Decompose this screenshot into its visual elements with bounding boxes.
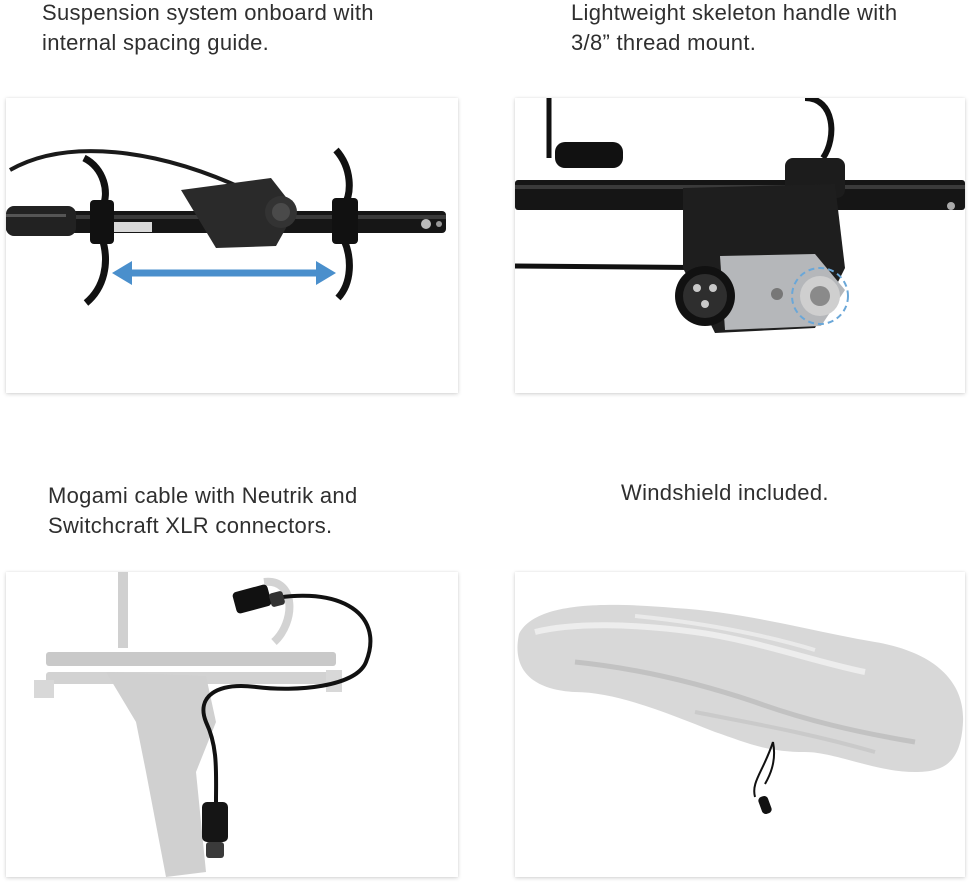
caption-cable: Mogami cable with Neutrik and Switchcraf… bbox=[48, 481, 358, 541]
caption-line: Mogami cable with Neutrik and bbox=[48, 483, 358, 508]
caption-line: Suspension system onboard with bbox=[42, 0, 374, 25]
caption-line: Windshield included. bbox=[621, 480, 829, 505]
cable-illustration bbox=[34, 572, 373, 877]
caption-suspension: Suspension system onboard with internal … bbox=[42, 0, 374, 58]
caption-handle: Lightweight skeleton handle with 3/8” th… bbox=[571, 0, 897, 58]
caption-line: Lightweight skeleton handle with bbox=[571, 0, 898, 25]
caption-line: 3/8” thread mount. bbox=[571, 30, 757, 55]
caption-line: Switchcraft XLR connectors. bbox=[48, 513, 333, 538]
caption-windshield: Windshield included. bbox=[621, 478, 829, 508]
caption-line: internal spacing guide. bbox=[42, 30, 270, 55]
skeleton-handle-photo bbox=[515, 98, 965, 393]
windshield-illustration bbox=[517, 604, 964, 815]
handle-illustration bbox=[515, 98, 965, 333]
suspension-illustration bbox=[6, 147, 446, 306]
windshield-photo bbox=[515, 572, 965, 877]
cable-connectors-photo bbox=[6, 572, 458, 877]
suspension-system-photo bbox=[6, 98, 458, 393]
